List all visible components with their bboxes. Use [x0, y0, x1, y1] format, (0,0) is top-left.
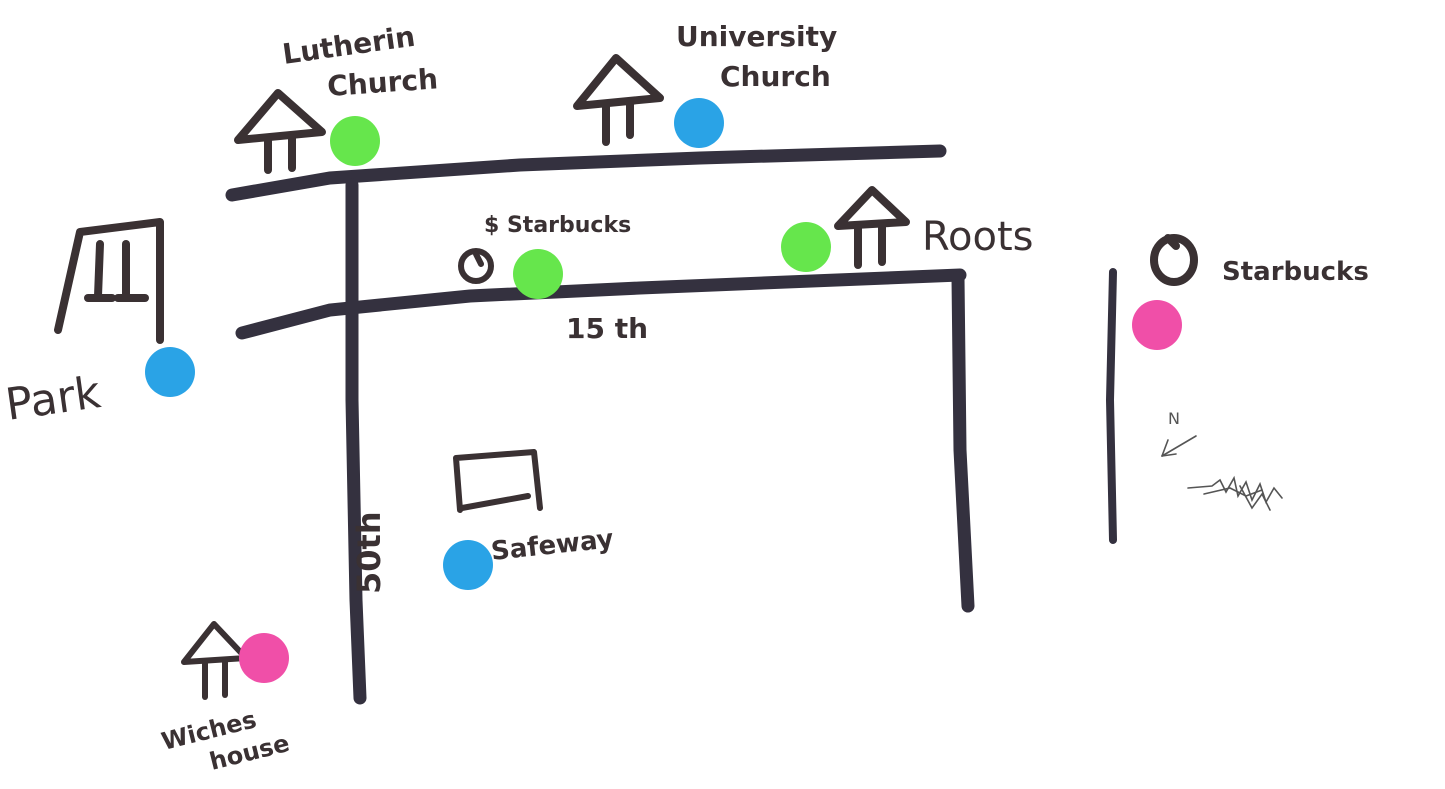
map-marker-green[interactable]: [781, 222, 831, 272]
map-marker-blue[interactable]: [145, 347, 195, 397]
map-marker-blue[interactable]: [674, 98, 724, 148]
coffee-cup-icon: [458, 248, 494, 284]
map-marker-pink[interactable]: [239, 633, 289, 683]
coffee-cup-icon: [1150, 234, 1198, 286]
north-arrow-icon: [1161, 435, 1197, 457]
church-icon: [234, 89, 326, 174]
park-label: Park: [2, 367, 104, 431]
road-top: [225, 144, 947, 202]
road-50th: [345, 178, 367, 705]
starbucks-east-label: Starbucks: [1222, 257, 1369, 287]
street-15th-label: 15 th: [566, 312, 648, 345]
lutheran-church-label: Lutherin: [280, 20, 417, 71]
church-icon: [573, 54, 664, 146]
lutheran-church-label: Church: [326, 62, 439, 103]
roots-label: Roots: [922, 214, 1033, 260]
map-marker-pink[interactable]: [1132, 300, 1182, 350]
road-east-vertical: [951, 271, 975, 613]
road-15th: [235, 268, 967, 340]
north-label: N: [1168, 409, 1180, 428]
road-far-east: [1105, 268, 1117, 544]
church-icon: [834, 186, 910, 269]
university-church-label: Church: [720, 60, 831, 93]
map-marker-blue[interactable]: [443, 540, 493, 590]
store-icon: [453, 449, 543, 513]
university-church-label: University: [676, 20, 837, 53]
church-icon: [181, 621, 249, 700]
map-marker-green[interactable]: [330, 116, 380, 166]
starbucks-label: $ Starbucks: [484, 213, 631, 238]
pencil-scribble: [1187, 475, 1283, 511]
swing-set-icon: [54, 218, 164, 344]
street-50th-label: 50th: [350, 511, 388, 594]
map-marker-green[interactable]: [513, 249, 563, 299]
safeway-label: Safeway: [490, 524, 615, 567]
